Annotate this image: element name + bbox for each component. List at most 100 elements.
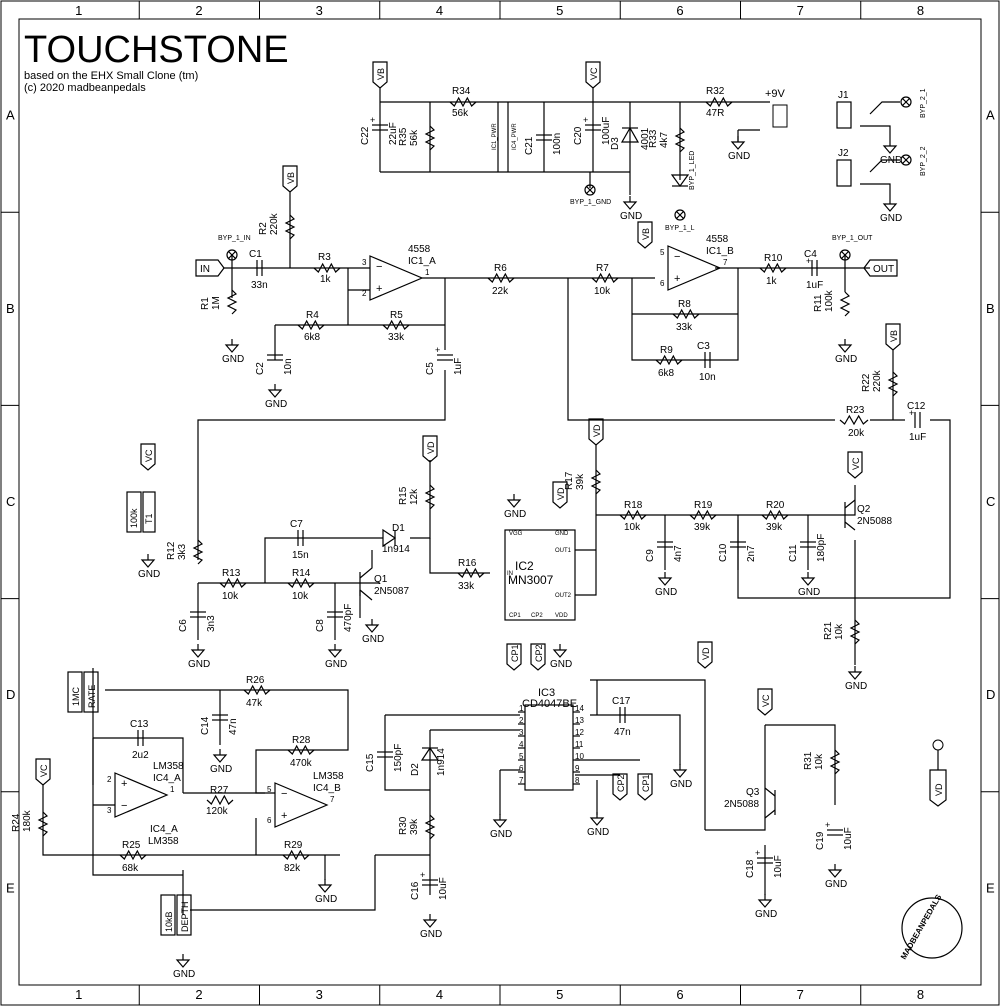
resistor-ref: R25 [122,840,141,851]
resistor-ref: R27 [210,785,229,796]
grid-row-label: B [986,301,995,316]
ground-label: GND [728,151,750,162]
net-port-vd: VD [552,481,568,509]
net-port-label: VC [761,694,771,707]
resistor-value: 180k [22,809,33,832]
ground-label: GND [620,211,642,222]
ic2-pin-out1: OUT1 [555,548,572,554]
capacitor-value: 1uF [806,280,823,291]
grid-row-label: E [986,880,995,895]
capacitor-ref: C8 [315,619,326,632]
resistor-value: 220k [872,369,883,392]
net-port-cp2: CP2 [530,643,546,671]
ground-symbol: GND [222,339,244,365]
capacitor-ref: C21 [524,136,535,155]
net-port-vb: VB [372,61,388,89]
pot-ref: T1 [144,513,154,524]
resistor-value: 33k [458,581,475,592]
resistor-ref: R14 [292,568,311,579]
ic2-pin-vgg: VGG [509,531,523,537]
grid-col-label: 2 [195,987,202,1002]
ground-symbol: GND [490,814,512,840]
polarity-mark: + [370,115,375,125]
net-port-label: VB [286,172,296,184]
capacitor-ref: C22 [360,126,371,145]
net-port-vc: VC [757,688,773,716]
capacitor-ref: C16 [410,881,421,900]
net-port-label: CP1 [641,774,651,792]
ic3-pin-left: 2 [519,716,524,725]
resistor-value: 47R [706,108,724,119]
net-port-label: VD [556,487,566,500]
net-port-label: VD [592,424,602,437]
ground-label: GND [315,894,337,905]
net-port-cp2: CP2 [612,773,628,801]
capacitor-value: 10uF [773,855,784,878]
input-label: IN [200,264,210,275]
pot-value: 1MC [71,686,81,706]
net-port-vc: VC [847,451,863,479]
pin-number: 6 [660,279,665,288]
byp2-2-label: BYP_2_2 [920,146,927,176]
pin-number: 3 [107,806,112,815]
capacitor-value: 47n [228,718,239,735]
opamp-part: 4558 [408,244,431,255]
pot-value: 100k [129,508,139,528]
opamp-part: LM358 [313,771,344,782]
ground-label: GND [188,659,210,670]
resistor-ref: R20 [766,500,785,511]
grid-col-label: 6 [676,3,683,18]
ic3-pin-right: 11 [575,740,584,749]
resistor-ref: R13 [222,568,241,579]
net-port-label: VB [641,228,651,240]
capacitor-ref: C12 [907,401,926,412]
capacitor-value: 10uF [438,877,449,900]
ground-symbol: GND [138,554,160,580]
capacitor-value: 150pF [393,744,404,772]
resistor-ref: R17 [564,471,575,490]
resistor-value: 120k [206,806,229,817]
opamp-plus: + [121,778,127,790]
resistor-ref: R24 [11,813,22,832]
polarity-mark: + [909,408,914,418]
ground-label: GND [587,827,609,838]
grid-col-label: 4 [436,3,443,18]
ic2-pin-in: IN [507,571,513,577]
capacitor-ref: C19 [815,831,826,850]
polarity-mark: + [755,848,760,858]
ic3-pin-left: 3 [519,728,524,737]
ground-label: GND [880,213,902,224]
net-port-label: VD [701,647,711,660]
resistor-value: 4k7 [659,131,670,148]
test-point-vd: VD [929,739,947,807]
ground-label: GND [265,399,287,410]
ground-symbol: GND [550,644,572,670]
resistor-ref: R3 [318,252,331,263]
byp1-l-label: BYP_1_L [665,225,695,232]
power-connector [772,104,788,128]
ground-label: GND [825,879,847,890]
logo: MADBEANPEDALS [899,892,963,961]
